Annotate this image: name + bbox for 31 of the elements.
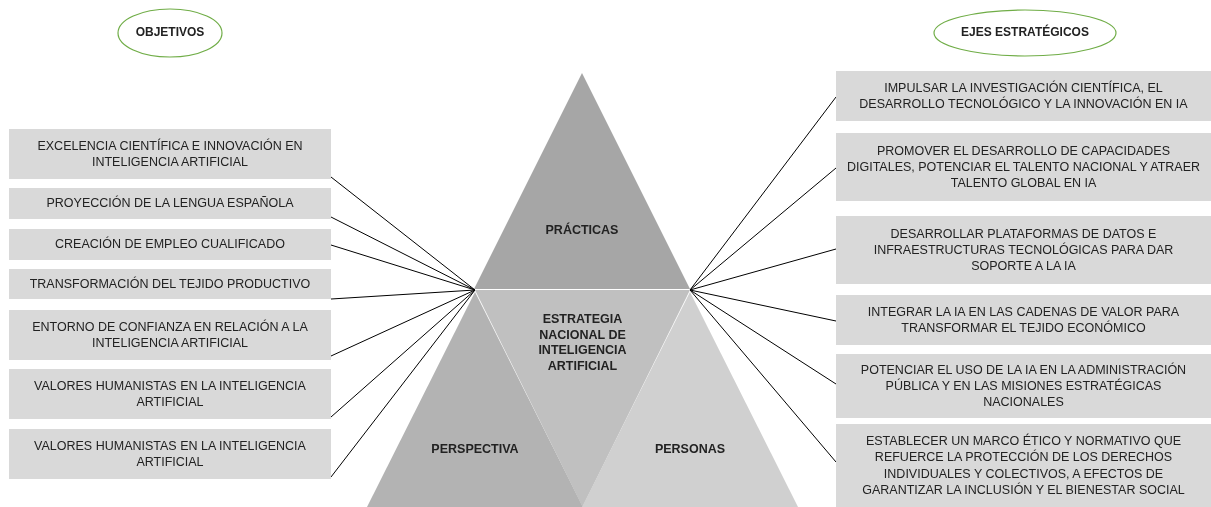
strategic-axis-card: ESTABLECER UN MARCO ÉTICO Y NORMATIVO QUE REFUERCE LA PROTECCIÓN DE LOS DERECHOS INDIVIDUALES Y COLECTIVOS, A EFECTOS DE GARANTIZAR LA INCLUSIÓN Y EL BIENESTAR SOCIAL bbox=[836, 424, 1211, 507]
objective-card: PROYECCIÓN DE LA LENGUA ESPAÑOLA bbox=[9, 188, 331, 219]
objective-card: VALORES HUMANISTAS EN LA INTELIGENCIA ARTIFICIAL bbox=[9, 429, 331, 479]
objective-card: CREACIÓN DE EMPLEO CUALIFICADO bbox=[9, 229, 331, 260]
connector-line bbox=[330, 289, 476, 300]
segment-label: PERSONAS bbox=[653, 442, 727, 458]
connector-line bbox=[689, 289, 837, 385]
heading-label: OBJETIVOS bbox=[134, 25, 206, 40]
strategic-axis-card: DESARROLLAR PLATAFORMAS DE DATOS E INFRAESTRUCTURAS TECNOLÓGICAS PARA DAR SOPORTE A LA IA bbox=[836, 216, 1211, 284]
connector-line bbox=[330, 176, 476, 291]
heading-label: EJES ESTRATÉGICOS bbox=[960, 25, 1090, 40]
connector-line bbox=[330, 289, 476, 478]
segment-label: ESTRATEGIA NACIONAL DE INTELIGENCIA ARTIFICIAL bbox=[537, 312, 628, 375]
connector-line bbox=[330, 216, 476, 291]
connector-line bbox=[330, 289, 476, 418]
objective-card: EXCELENCIA CIENTÍFICA E INNOVACIÓN EN INTELIGENCIA ARTIFICIAL bbox=[9, 129, 331, 179]
strategic-axis-card: PROMOVER EL DESARROLLO DE CAPACIDADES DIGITALES, POTENCIAR EL TALENTO NACIONAL Y ATRAER TALENTO GLOBAL EN IA bbox=[836, 133, 1211, 201]
strategic-axis-card: IMPULSAR LA INVESTIGACIÓN CIENTÍFICA, EL DESARROLLO TECNOLÓGICO Y LA INNOVACIÓN EN IA bbox=[836, 71, 1211, 121]
connector-line bbox=[330, 289, 476, 357]
strategic-axis-card: POTENCIAR EL USO DE LA IA EN LA ADMINISTRACIÓN PÚBLICA Y EN LAS MISIONES ESTRATÉGICAS NACIONALES bbox=[836, 354, 1211, 418]
objective-card: ENTORNO DE CONFIANZA EN RELACIÓN A LA INTELIGENCIA ARTIFICIAL bbox=[9, 310, 331, 360]
segment-label: PERSPECTIVA bbox=[430, 442, 520, 458]
objective-card: TRANSFORMACIÓN DEL TEJIDO PRODUCTIVO bbox=[9, 269, 331, 299]
connector-line bbox=[689, 96, 837, 291]
segment-label: PRÁCTICAS bbox=[544, 223, 620, 239]
strategic-axis-card: INTEGRAR LA IA EN LAS CADENAS DE VALOR PARA TRANSFORMAR EL TEJIDO ECONÓMICO bbox=[836, 295, 1211, 345]
connector-line bbox=[689, 289, 837, 463]
objective-card: VALORES HUMANISTAS EN LA INTELIGENCIA ARTIFICIAL bbox=[9, 369, 331, 419]
connector-line bbox=[689, 167, 837, 291]
connector-line bbox=[689, 289, 837, 322]
connector-line bbox=[689, 248, 837, 291]
